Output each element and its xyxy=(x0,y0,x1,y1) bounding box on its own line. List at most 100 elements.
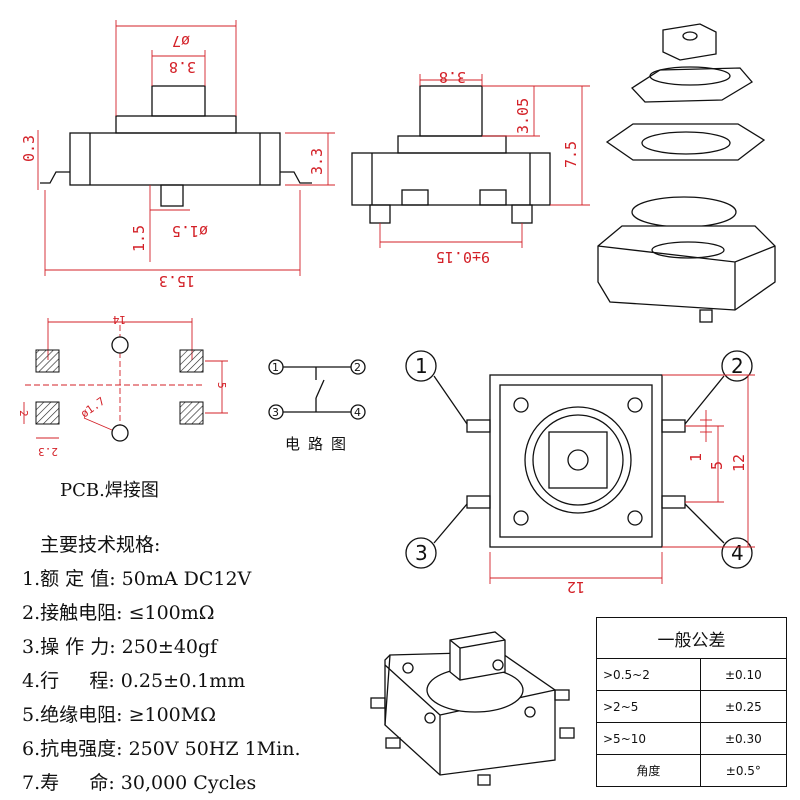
spec-value: 250±40gf xyxy=(121,636,218,658)
circuit-node-3: 3 xyxy=(272,406,279,419)
side-actuator xyxy=(151,85,206,117)
spec-value: ≤100mΩ xyxy=(128,602,215,624)
front-body xyxy=(351,152,551,206)
dim-top-pin-pitch: 5 xyxy=(708,461,726,470)
spec-label: 6.抗电强度: xyxy=(22,738,123,760)
spec-title: 主要技术规格: xyxy=(40,534,161,556)
circuit-caption: 电路图 xyxy=(285,435,355,453)
spec-row: 5.绝缘电阻: ≥100MΩ xyxy=(22,698,301,732)
tolerance-value: ±0.30 xyxy=(699,722,788,755)
side-lead-right xyxy=(280,171,312,184)
spec-value: 250V 50HZ 1Min. xyxy=(128,738,301,760)
top-pin-2 xyxy=(661,419,686,433)
spec-row: 3.操 作 力: 250±40gf xyxy=(22,630,301,664)
dim-front-total-height: 7.5 xyxy=(562,141,580,168)
circuit-diagram: 1 2 3 4 xyxy=(268,359,366,420)
dim-actuator-width: 3.8 xyxy=(169,58,196,76)
tolerance-value: ±0.5° xyxy=(699,754,788,787)
tolerance-value: ±0.25 xyxy=(699,690,788,723)
dim-post-height: 1.5 xyxy=(130,225,148,252)
tolerance-row: >2~5±0.25 xyxy=(596,690,788,723)
spec-row: 2.接触电阻: ≤100mΩ xyxy=(22,596,301,630)
dim-body-height: 3.3 xyxy=(308,148,326,175)
exploded-dome xyxy=(631,196,737,228)
spec-label: 1.额 定 值: xyxy=(22,568,116,590)
tolerance-title: 一般公差 xyxy=(596,617,787,659)
front-button-base xyxy=(397,135,507,154)
dim-pcb-pitch-x: 14 xyxy=(112,313,126,326)
dim-top-pin-width: 1 xyxy=(687,453,705,462)
front-pin-left xyxy=(369,204,391,224)
exploded-base xyxy=(597,225,776,311)
tolerance-range: >0.5~2 xyxy=(596,658,701,691)
side-body xyxy=(69,132,281,186)
dim-pcb-pad-y: 2 xyxy=(17,410,30,417)
pcb-pad-bottom-right xyxy=(179,401,204,425)
exploded-metal-frame xyxy=(605,123,766,161)
side-button-base xyxy=(115,115,237,134)
dim-pcb-hole-dia: ø1.7 xyxy=(78,395,107,421)
pcb-pad-top-left xyxy=(35,349,60,373)
top-pin-4 xyxy=(661,495,686,509)
spec-label: 5.绝缘电阻: xyxy=(22,704,123,726)
front-pin-right xyxy=(511,204,533,224)
pcb-pad-top-right xyxy=(179,349,204,373)
callout-4 xyxy=(721,537,753,569)
pcb-hole-top xyxy=(111,336,129,354)
dim-front-actuator-width: 3.8 xyxy=(439,68,466,86)
tolerance-range: >5~10 xyxy=(596,722,701,755)
spec-value: 0.25±0.1mm xyxy=(120,670,246,692)
dim-overall-length: 15.3 xyxy=(159,272,195,290)
dim-front-actuator-height: 3.05 xyxy=(514,98,532,134)
dim-lead-thickness: 0.3 xyxy=(20,135,38,162)
spec-label: 3.操 作 力: xyxy=(22,636,116,658)
tolerance-range: >2~5 xyxy=(596,690,701,723)
top-pin-1 xyxy=(466,419,491,433)
tolerance-row: >0.5~2±0.10 xyxy=(596,658,788,691)
exploded-actuator xyxy=(662,23,717,61)
dim-pcb-pad-x: 2.3 xyxy=(38,445,58,458)
circuit-node-4: 4 xyxy=(354,406,361,419)
callout-1 xyxy=(405,350,437,382)
circuit-node-2: 2 xyxy=(354,361,361,374)
top-actuator xyxy=(548,431,608,489)
front-actuator xyxy=(419,85,483,137)
callout-3-label: 3 xyxy=(415,541,428,565)
side-view: ø7 3.8 0.3 3.3 1.5 ø1.5 15.3 xyxy=(20,20,335,290)
spec-row: 6.抗电强度: 250V 50HZ 1Min. xyxy=(22,732,301,766)
circuit-node-1: 1 xyxy=(272,361,279,374)
spec-list: 主要技术规格: 1.额 定 值: 50mA DC12V 2.接触电阻: ≤100… xyxy=(22,528,301,800)
callout-3 xyxy=(405,537,437,569)
spec-value: 50mA DC12V xyxy=(121,568,252,590)
dim-front-pin-spacing: 9±0.15 xyxy=(436,248,490,266)
side-post xyxy=(160,184,184,207)
dim-button-dia: ø7 xyxy=(172,32,190,50)
pcb-layout: 14 5 2 2.3 ø1.7 xyxy=(17,313,228,458)
isometric-view xyxy=(370,631,575,786)
tolerance-row: 角度±0.5° xyxy=(596,754,788,787)
callout-4-label: 4 xyxy=(731,541,744,565)
spec-label: 2.接触电阻: xyxy=(22,602,123,624)
tolerance-table: 一般公差 >0.5~2±0.10 >2~5±0.25 >5~10±0.30 角度… xyxy=(596,617,788,787)
tolerance-row: >5~10±0.30 xyxy=(596,722,788,755)
dim-top-body-height: 12 xyxy=(730,454,748,472)
spec-label: 4.行 程: xyxy=(22,670,115,692)
dim-post-dia: ø1.5 xyxy=(172,222,208,240)
front-view: 3.8 3.05 7.5 9±0.15 xyxy=(351,68,590,266)
top-view: 1 2 3 4 1 5 12 12 xyxy=(405,350,755,596)
side-lead-left xyxy=(40,171,70,184)
spec-value: ≥100MΩ xyxy=(128,704,216,726)
tolerance-value: ±0.10 xyxy=(699,658,788,691)
dim-pcb-pitch-y: 5 xyxy=(215,382,228,389)
spec-row: 1.额 定 值: 50mA DC12V xyxy=(22,562,301,596)
spec-value: 30,000 Cycles xyxy=(120,772,257,794)
pcb-caption: PCB.焊接图 xyxy=(60,480,159,501)
exploded-view xyxy=(597,23,776,323)
dim-top-body-width: 12 xyxy=(567,578,585,596)
spec-row: 4.行 程: 0.25±0.1mm xyxy=(22,664,301,698)
spec-row: 7.寿 命: 30,000 Cycles xyxy=(22,766,301,800)
tolerance-range: 角度 xyxy=(596,754,701,787)
pcb-pad-bottom-left xyxy=(35,401,60,425)
